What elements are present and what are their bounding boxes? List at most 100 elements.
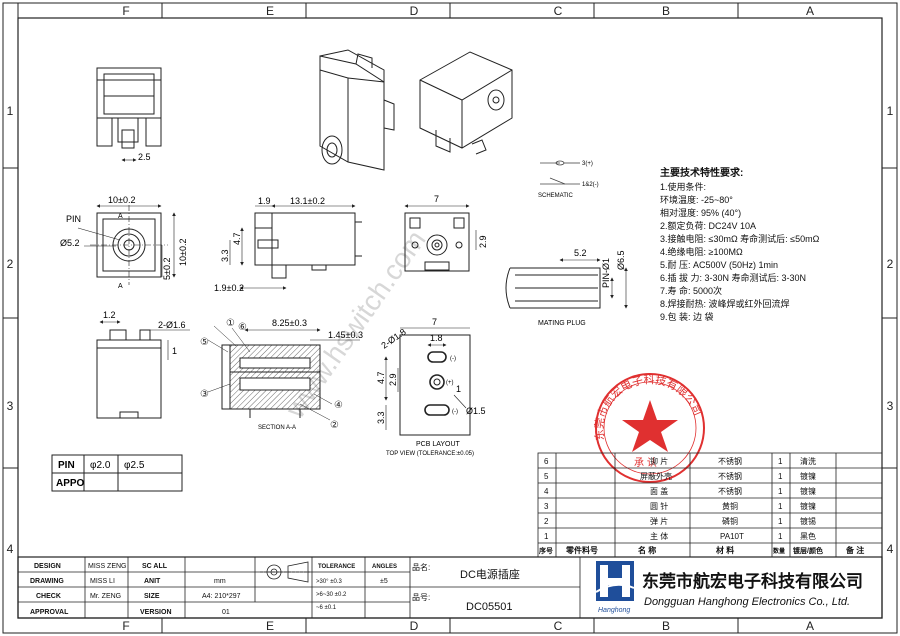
drawing-label: DRAWING — [30, 578, 64, 585]
pin-label: PIN — [66, 214, 81, 224]
svg-text:数量: 数量 — [773, 547, 785, 555]
plug-label: MATING PLUG — [538, 320, 586, 327]
dim-front-side: 5±0.2 — [162, 258, 172, 280]
sc-all: SC ALL — [142, 563, 168, 570]
section-mark-a: A — [118, 213, 123, 220]
product-no-label: 品号: — [412, 593, 430, 602]
angles-label: ANGLES — [372, 564, 397, 570]
dim-bot-12: 1.2 — [103, 310, 116, 320]
col-label: D — [410, 4, 419, 18]
angles-value: ±5 — [380, 578, 388, 585]
col-label: C — [554, 619, 563, 633]
bom-table: 6 铆 片 不锈钢 1 清洗 5 屏蔽外壳 不锈钢 1 镀镍 4 面 盖 不锈钢… — [538, 456, 864, 555]
pcb-dim-29: 2.9 — [388, 373, 398, 386]
svg-text:材 料: 材 料 — [716, 545, 734, 555]
svg-text:1: 1 — [778, 502, 783, 511]
svg-text:1: 1 — [778, 472, 783, 481]
svg-text:序号: 序号 — [538, 546, 553, 555]
svg-text:1: 1 — [544, 532, 549, 541]
svg-text:1: 1 — [778, 532, 783, 541]
callout-4: ④ — [334, 400, 343, 411]
drawing-name: MISS LI — [90, 578, 115, 585]
spec-line: 3.接触电阻: ≤30mΩ 寿命测试后: ≤50mΩ — [660, 233, 820, 244]
col-label: B — [662, 619, 670, 633]
pin-table-cell: APPO — [56, 478, 85, 489]
company-logo: Hanghong — [595, 561, 635, 614]
pcb-pad-minus: (-) — [450, 356, 456, 362]
col-label: E — [266, 619, 274, 633]
svg-text:6: 6 — [544, 457, 549, 466]
pcb-layout-drawing — [384, 327, 471, 436]
design-label: DESIGN — [34, 563, 61, 570]
schematic-label: SCHEMATIC — [538, 193, 574, 199]
company-name-en: Dongguan Hanghong Electronics Co., Ltd. — [644, 596, 850, 608]
row-label: 3 — [887, 399, 894, 413]
svg-text:铆 片: 铆 片 — [650, 456, 668, 466]
svg-text:不锈钢: 不锈钢 — [718, 471, 742, 481]
col-label: D — [410, 619, 419, 633]
col-label: F — [122, 4, 129, 18]
bottom-view-drawing — [96, 320, 190, 419]
svg-text:2: 2 — [544, 517, 549, 526]
dim-top-width: 2.5 — [138, 152, 151, 162]
svg-text:5: 5 — [544, 472, 549, 481]
approval-stamp: 东莞市航宏电子科技有限公司 承 认 — [593, 372, 705, 483]
company-name-cn: 东莞市航宏电子科技有限公司 — [642, 571, 863, 591]
schematic-minus: 1&2(-) — [582, 182, 599, 188]
projection-symbol — [260, 561, 310, 583]
schematic-drawing — [540, 160, 580, 185]
front-view-drawing — [77, 204, 176, 285]
svg-text:镀镍: 镀镍 — [800, 501, 816, 511]
row-label: 3 — [7, 399, 14, 413]
approval-label: APPROVAL — [30, 609, 69, 616]
iso-view-front — [319, 49, 395, 171]
svg-text:不锈钢: 不锈钢 — [718, 486, 742, 496]
col-label: C — [554, 4, 563, 18]
pcb-title: PCB LAYOUT — [416, 441, 461, 448]
spec-title: 主要技术特性要求: — [660, 166, 743, 179]
pcb-dim-7: 7 — [432, 317, 437, 327]
bom-row: 2 弹 片 磷铜 1 镀锡 — [544, 516, 816, 526]
spec-block: 主要技术特性要求: 1.使用条件: 环境温度: -25~80° 相对湿度: 95… — [660, 166, 820, 322]
unit-value: mm — [214, 578, 226, 585]
frame-column-labels: F E D C B A F E D C B A — [122, 4, 814, 633]
svg-text:1: 1 — [778, 517, 783, 526]
pcb-pad-minus: (-) — [452, 409, 458, 415]
bom-row: 5 屏蔽外壳 不锈钢 1 镀镍 — [544, 471, 816, 481]
svg-text:名 称: 名 称 — [638, 545, 656, 555]
rear-view-drawing — [404, 204, 477, 272]
dim-side-19b: 1.9±0.2 — [214, 283, 244, 293]
spec-line: 8.焊接耐热: 波峰焊或红外回流焊 — [660, 298, 790, 309]
pcb-pad-plus: (+) — [446, 380, 454, 386]
svg-text:3: 3 — [544, 502, 549, 511]
dim-side-47: 4.7 — [232, 232, 242, 245]
col-label: A — [806, 619, 814, 633]
side-view-drawing — [229, 204, 362, 290]
dim-side-19: 1.9 — [258, 196, 271, 206]
svg-text:圆 针: 圆 针 — [650, 501, 668, 511]
dim-rear-7: 7 — [434, 194, 439, 204]
spec-line: 7.寿 命: 5000次 — [660, 285, 722, 296]
dim-bot-1: 1 — [172, 346, 177, 356]
plug-dim-52: 5.2 — [574, 248, 587, 258]
product-name: DC电源插座 — [460, 567, 520, 581]
bom-row: 3 圆 针 黄铜 1 镀镍 — [544, 501, 816, 511]
svg-text:镀镍: 镀镍 — [800, 486, 816, 496]
check-label: CHECK — [36, 593, 61, 600]
callout-1: ① — [226, 318, 235, 329]
row-label: 1 — [887, 104, 894, 118]
col-label: B — [662, 4, 670, 18]
dim-bot-16: 2-Ø1.6 — [158, 320, 186, 330]
bom-row: 6 铆 片 不锈钢 1 清洗 — [544, 456, 816, 466]
svg-text:不锈钢: 不锈钢 — [718, 456, 742, 466]
col-label: F — [122, 619, 129, 633]
title-block: DESIGN MISS ZENG DRAWING MISS LI CHECK M… — [30, 562, 520, 616]
svg-text:镀层/颜色: 镀层/颜色 — [793, 546, 823, 555]
pcb-dim-33: 3.3 — [376, 411, 386, 424]
bom-header-row: 序号 零件料号 名 称 材 料 数量 镀层/颜色 备 注 — [538, 545, 864, 555]
pin-table-header: PIN — [58, 460, 75, 471]
dim-rear-29: 2.9 — [478, 235, 488, 248]
row-label: 2 — [7, 257, 14, 271]
dim-side-33: 3.3 — [220, 249, 230, 262]
